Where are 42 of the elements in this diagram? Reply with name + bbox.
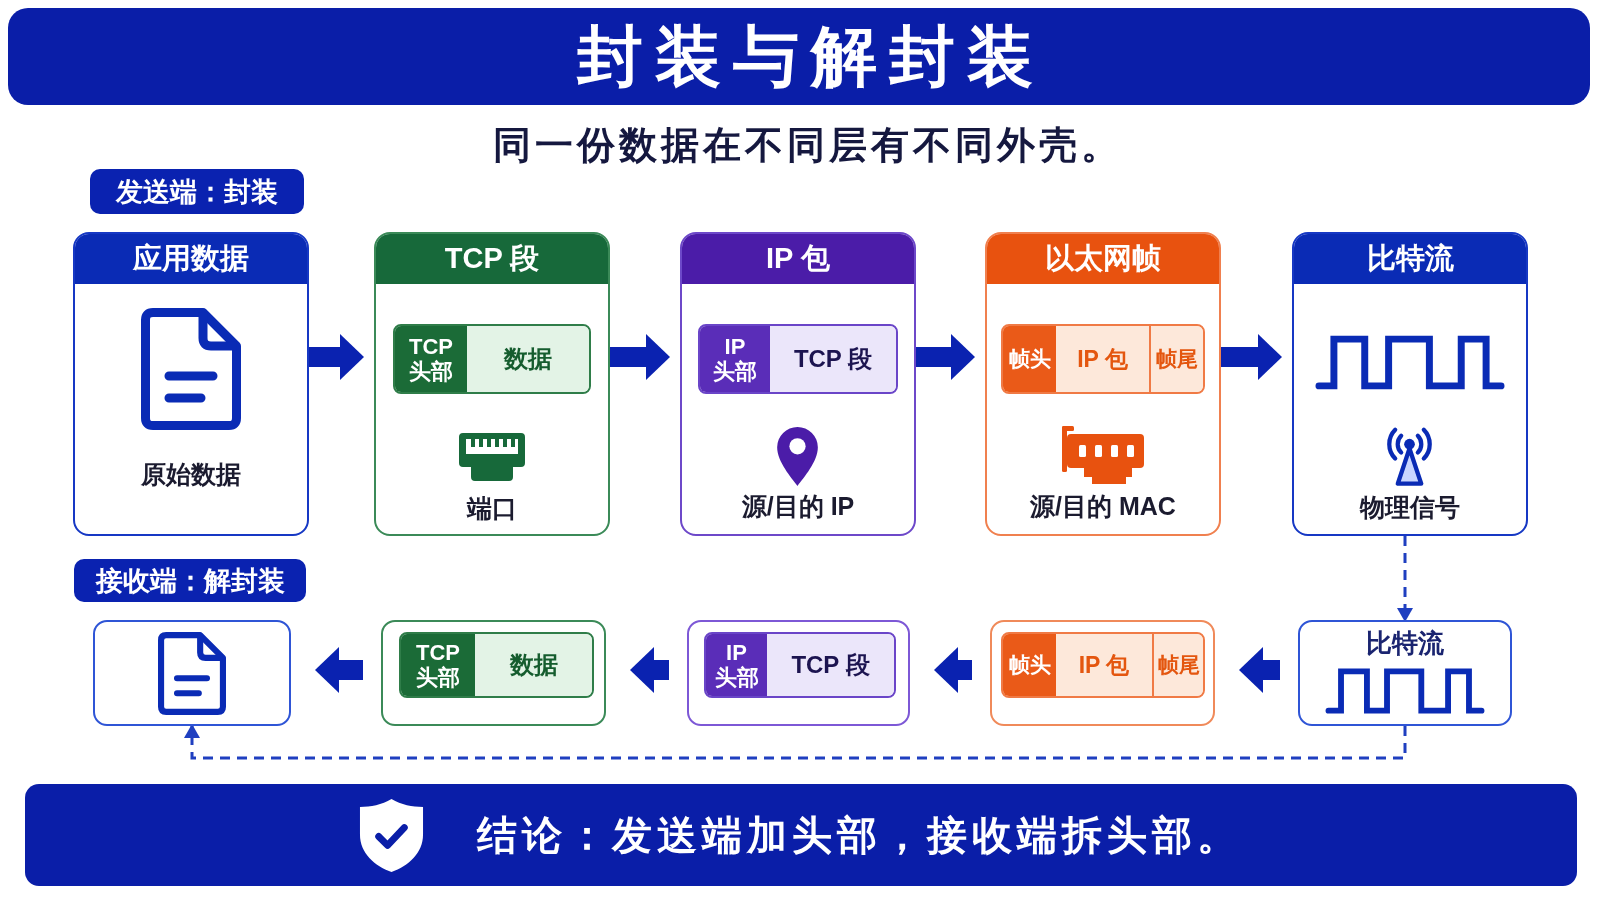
section-tag: 接收端：解封装 (74, 559, 306, 602)
layer-box (381, 620, 606, 726)
header-segment: 帧头 (1003, 634, 1056, 696)
layer-card (680, 232, 916, 536)
subtitle: 同一份数据在不同层有不同外壳。 (492, 124, 1123, 168)
layer-box (1298, 620, 1512, 726)
card-header: 应用数据 (75, 234, 307, 284)
header-segment: IP 头部 (706, 634, 767, 696)
caption-text: 物理信号 (1360, 492, 1460, 522)
dashed-arrow (184, 724, 1407, 760)
header-segment: TCP 头部 (395, 326, 467, 392)
caption-text: 原始数据 (141, 459, 241, 489)
packet-bar (393, 324, 591, 394)
dashed-arrow (1397, 536, 1413, 622)
layer-card (1292, 232, 1528, 536)
card-header: 比特流 (1294, 234, 1526, 284)
card-header: 以太网帧 (987, 234, 1219, 284)
caption-text: 源/目的 IP (741, 491, 855, 521)
title: 封装与解封装 (576, 19, 1045, 93)
packet-bar (1001, 632, 1205, 698)
header-segment: IP 头部 (700, 326, 770, 392)
trailer-segment: 帧尾 (1152, 634, 1203, 696)
layer-card (985, 232, 1221, 536)
packet-bar (698, 324, 898, 394)
card-header: IP 包 (682, 234, 914, 284)
packet-bar (1001, 324, 1205, 394)
header-segment: 帧头 (1003, 326, 1056, 392)
caption-text: 源/目的 MAC (1030, 491, 1176, 521)
conclusion-text: 结论：发送端加头部，接收端拆头部。 (477, 812, 1242, 858)
layer-box (93, 620, 291, 726)
packet-bar (399, 632, 594, 698)
section-tag: 发送端：封装 (90, 169, 304, 214)
layer-box (687, 620, 910, 726)
layer-card (374, 232, 610, 536)
packet-bar (704, 632, 896, 698)
header-segment: TCP 头部 (401, 634, 475, 696)
trailer-segment: 帧尾 (1149, 326, 1203, 392)
layer-box (990, 620, 1215, 726)
layer-card (73, 232, 309, 536)
caption-text: 端口 (467, 493, 517, 523)
card-header: TCP 段 (376, 234, 608, 284)
box-title: 比特流 (1366, 629, 1444, 659)
